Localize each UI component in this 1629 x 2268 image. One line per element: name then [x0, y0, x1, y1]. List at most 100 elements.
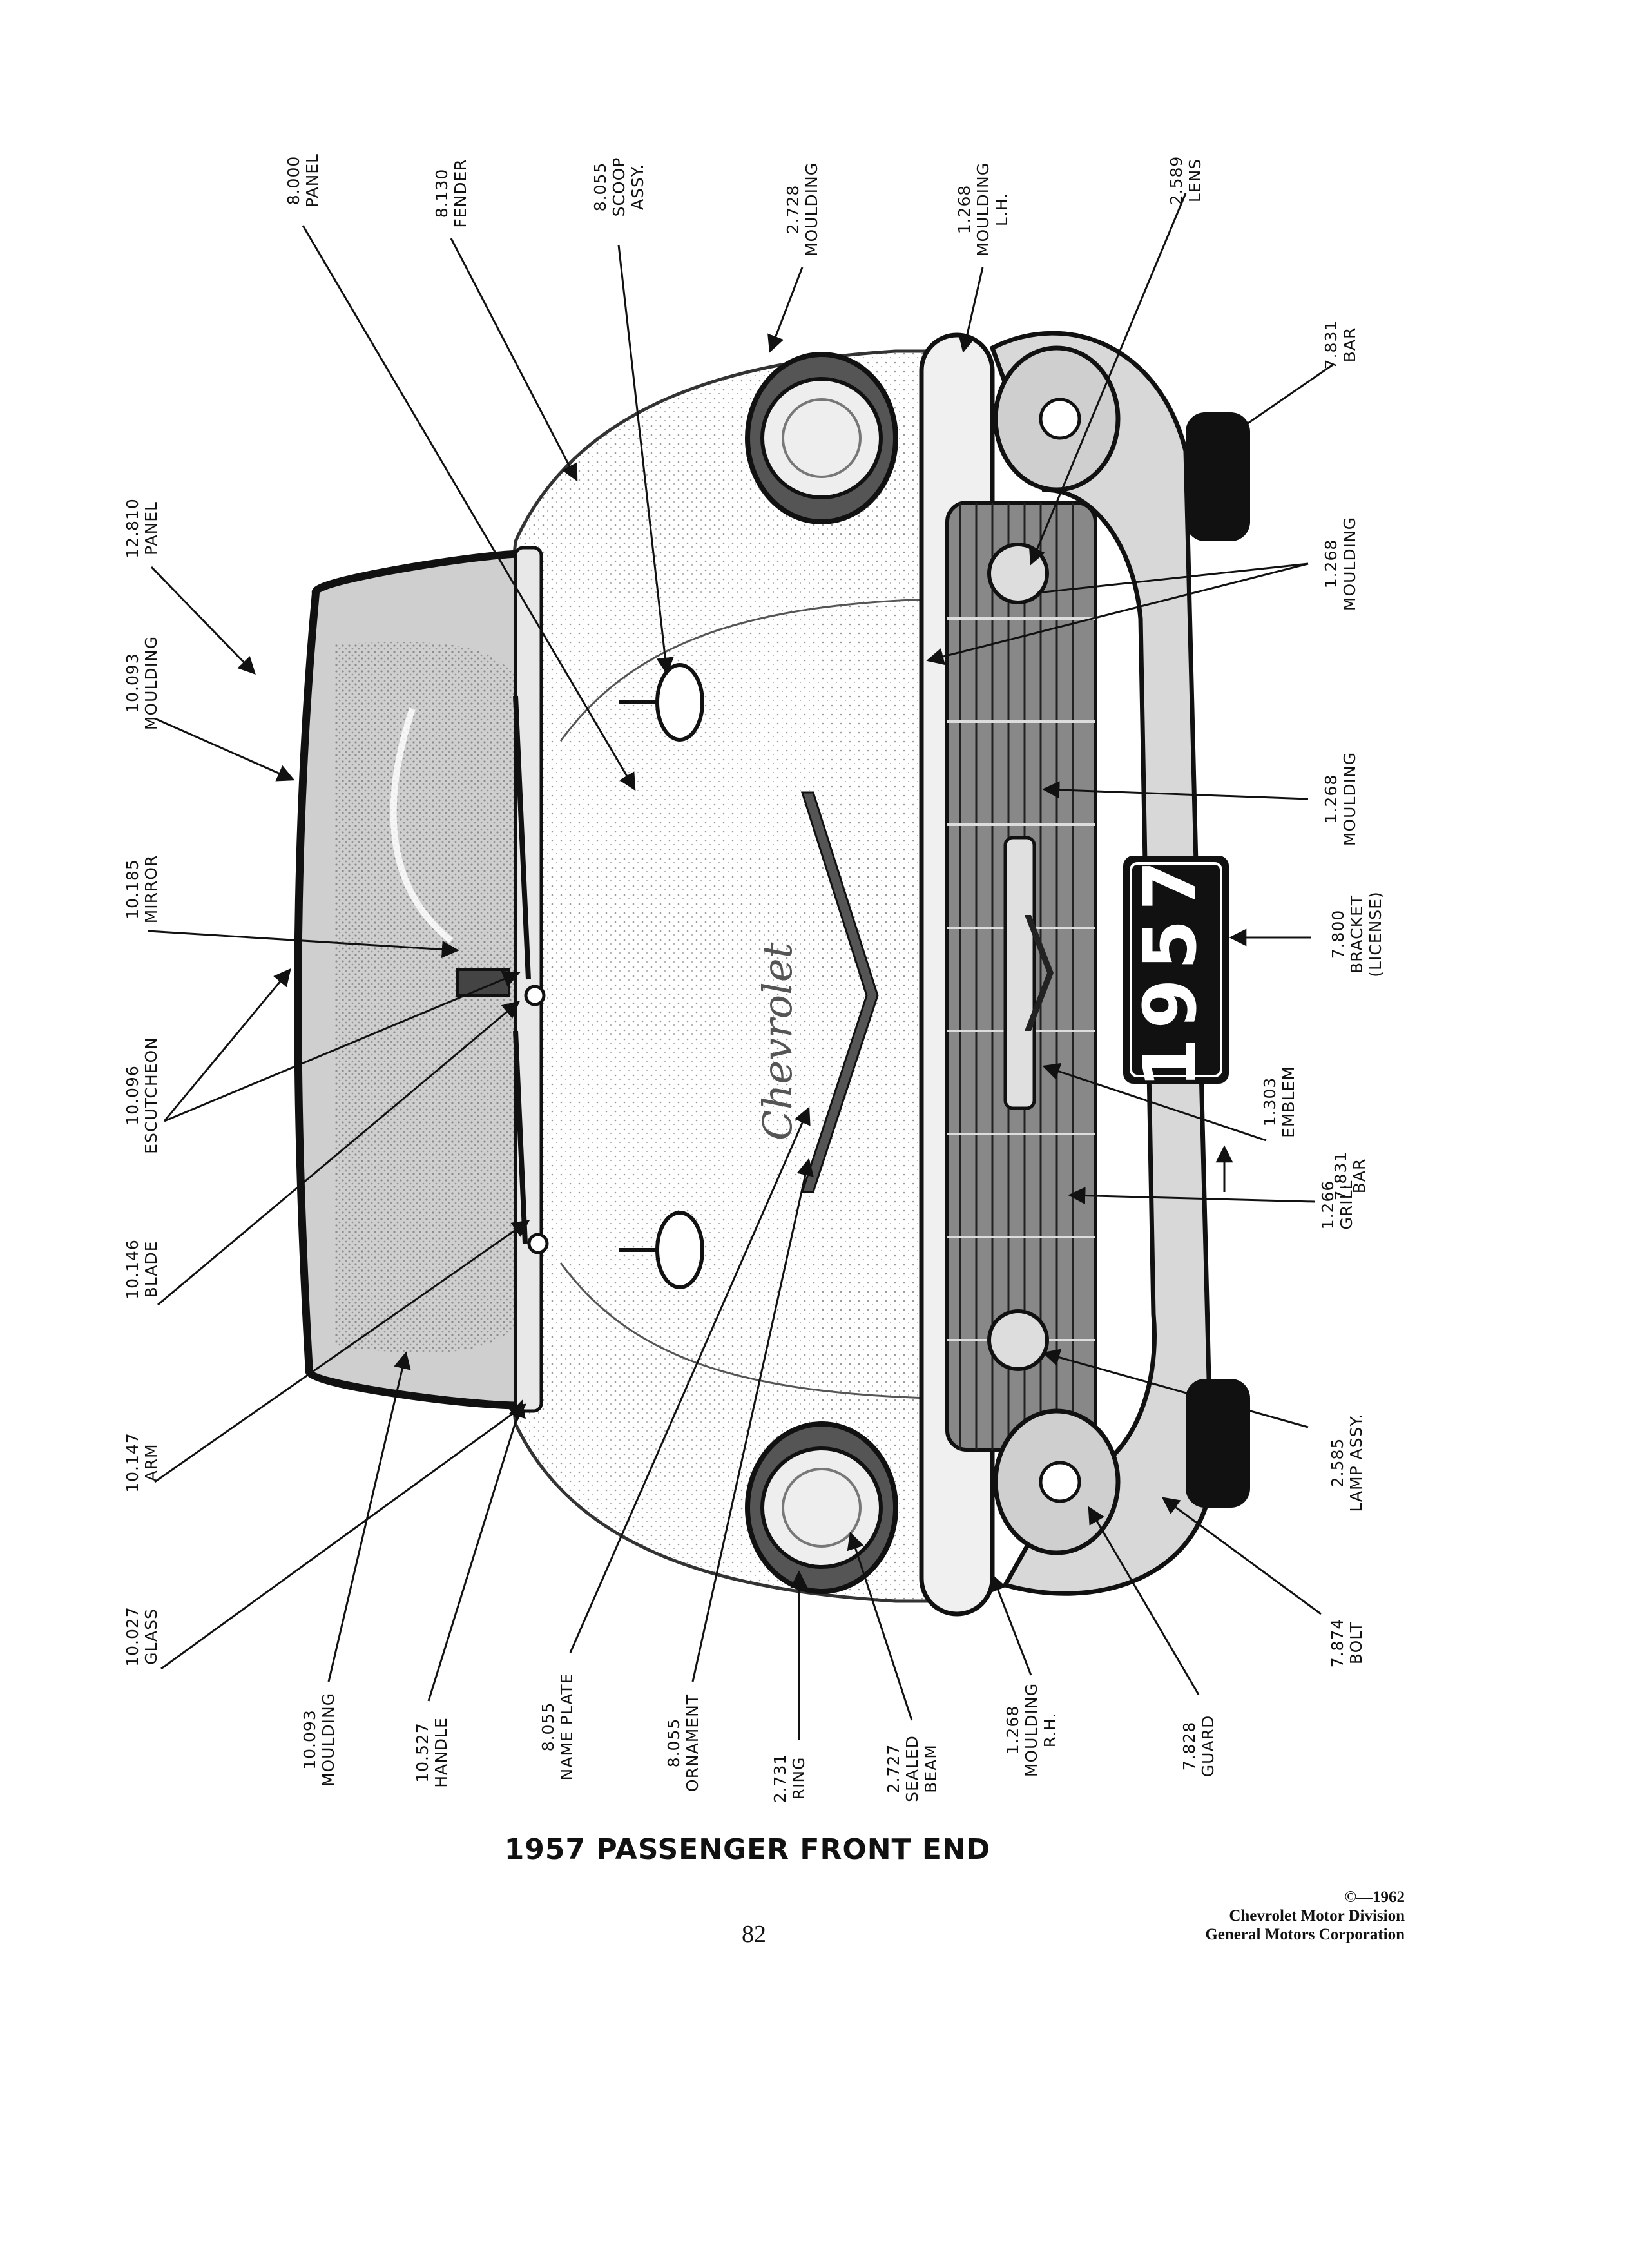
part-number: 2.731 [771, 1753, 789, 1803]
part-name: MOULDING [1021, 1682, 1041, 1778]
leader-handle-10527 [427, 1399, 526, 1702]
part-name: MOULDING [802, 162, 821, 257]
leader-arm-10147 [154, 1220, 530, 1483]
part-number: 1.266 [1318, 1180, 1337, 1230]
part-name: ESCUTCHEON [142, 1037, 160, 1154]
leader-emblem-1303 [1042, 1062, 1267, 1142]
part-number: 10.146 [123, 1239, 142, 1300]
grille-emblem [1025, 915, 1054, 1031]
copyright-block: ©—1962 Chevrolet Motor Division General … [1070, 1888, 1405, 1944]
part-name: MIRROR [142, 854, 160, 924]
part-number: 1.268 [1003, 1705, 1022, 1755]
part-name: RING [789, 1756, 808, 1800]
part-name: MOULDING [319, 1692, 338, 1787]
part-name: MOULDING [973, 162, 992, 257]
page-number: 82 [742, 1921, 766, 1948]
part-name: BEAM [921, 1744, 940, 1793]
copyright-line: Chevrolet Motor Division [1229, 1907, 1405, 1925]
part-name: L.H. [992, 192, 1011, 227]
part-number: 10.185 [123, 859, 142, 919]
copyright-line: General Motors Corporation [1205, 1926, 1405, 1943]
part-name: ASSY. [628, 164, 647, 210]
leader-moulding-lh-1268 [958, 267, 984, 353]
license-plate [1123, 856, 1229, 1084]
leader-escutcheon-10096-a [163, 968, 291, 1122]
leader-moulding-2728 [767, 267, 804, 353]
part-number: 2.727 [883, 1744, 903, 1794]
part-number: 12.810 [123, 498, 142, 559]
parking-lamp-upper [987, 543, 1049, 604]
part-name: MOULDING [142, 635, 160, 731]
leader-bar-7831-upper [1187, 363, 1335, 465]
leader-moulding-10093-lower [327, 1351, 411, 1682]
part-number: 10.096 [123, 1065, 142, 1126]
part-number: 8.130 [432, 168, 451, 218]
leader-blade-10146 [157, 1001, 521, 1306]
part-number: 1.268 [1322, 774, 1340, 824]
part-name: BAR [1340, 327, 1359, 363]
part-name: GUARD [1199, 1715, 1217, 1778]
leader-escutcheon-10096-b [164, 970, 521, 1122]
part-name: GRILL [1337, 1180, 1356, 1230]
leader-moulding-10093-upper [154, 717, 295, 782]
leader-scoop-8055 [617, 244, 674, 675]
part-number: 2.728 [784, 184, 802, 235]
leader-glass-10027 [160, 1403, 527, 1670]
license-plate-number: 1957 [1129, 851, 1213, 1088]
leader-ornament-8055 [691, 1158, 814, 1682]
part-number: 7.831 [1322, 320, 1340, 370]
part-name: (LICENSE) [1365, 891, 1385, 977]
part-number: 1.268 [1322, 539, 1340, 589]
leader-fender-8130 [450, 238, 578, 482]
part-number: 8.055 [664, 1718, 683, 1768]
part-name: LENS [1186, 158, 1204, 203]
headlamp-upper [745, 352, 898, 524]
bumper-guard-lower [993, 1408, 1121, 1555]
hood-scoop-lower [619, 1211, 704, 1289]
leader-panel-12810 [150, 566, 256, 675]
front-bumper-bar [989, 331, 1214, 1596]
parking-lamp-lower [987, 1309, 1049, 1371]
part-number: 10.093 [123, 653, 142, 713]
leader-grill-1266 [1068, 1187, 1315, 1205]
part-name: LAMP ASSY. [1347, 1413, 1365, 1512]
part-number: 8.055 [539, 1702, 557, 1752]
part-name: NAME PLATE [557, 1673, 576, 1781]
part-number: 10.093 [300, 1709, 319, 1770]
leader-bolt-7874 [1161, 1497, 1322, 1615]
car-illustration: Chevrolet [294, 331, 1250, 1617]
leader-moulding-rh-1268 [990, 1573, 1032, 1676]
leader-nameplate-8055 [569, 1106, 811, 1653]
windshield [294, 550, 543, 1410]
leader-guard-7828 [1088, 1506, 1200, 1695]
headlamp-lower [745, 1421, 898, 1594]
part-number: 2.589 [1167, 155, 1186, 206]
leader-moulding-1268-center [1042, 781, 1309, 800]
part-name: ARM [142, 1443, 160, 1482]
script-badge: Chevrolet [754, 942, 801, 1140]
leader-moulding-1268-upper-2 [1037, 562, 1309, 594]
tire-upper [1186, 412, 1250, 541]
part-name: PANEL [303, 153, 322, 208]
leader-sealedbeam-2727 [847, 1532, 913, 1721]
part-number: 10.527 [413, 1722, 432, 1783]
part-name: BLADE [142, 1240, 160, 1298]
part-name: HANDLE [432, 1717, 450, 1788]
part-number: 1.303 [1260, 1077, 1279, 1127]
